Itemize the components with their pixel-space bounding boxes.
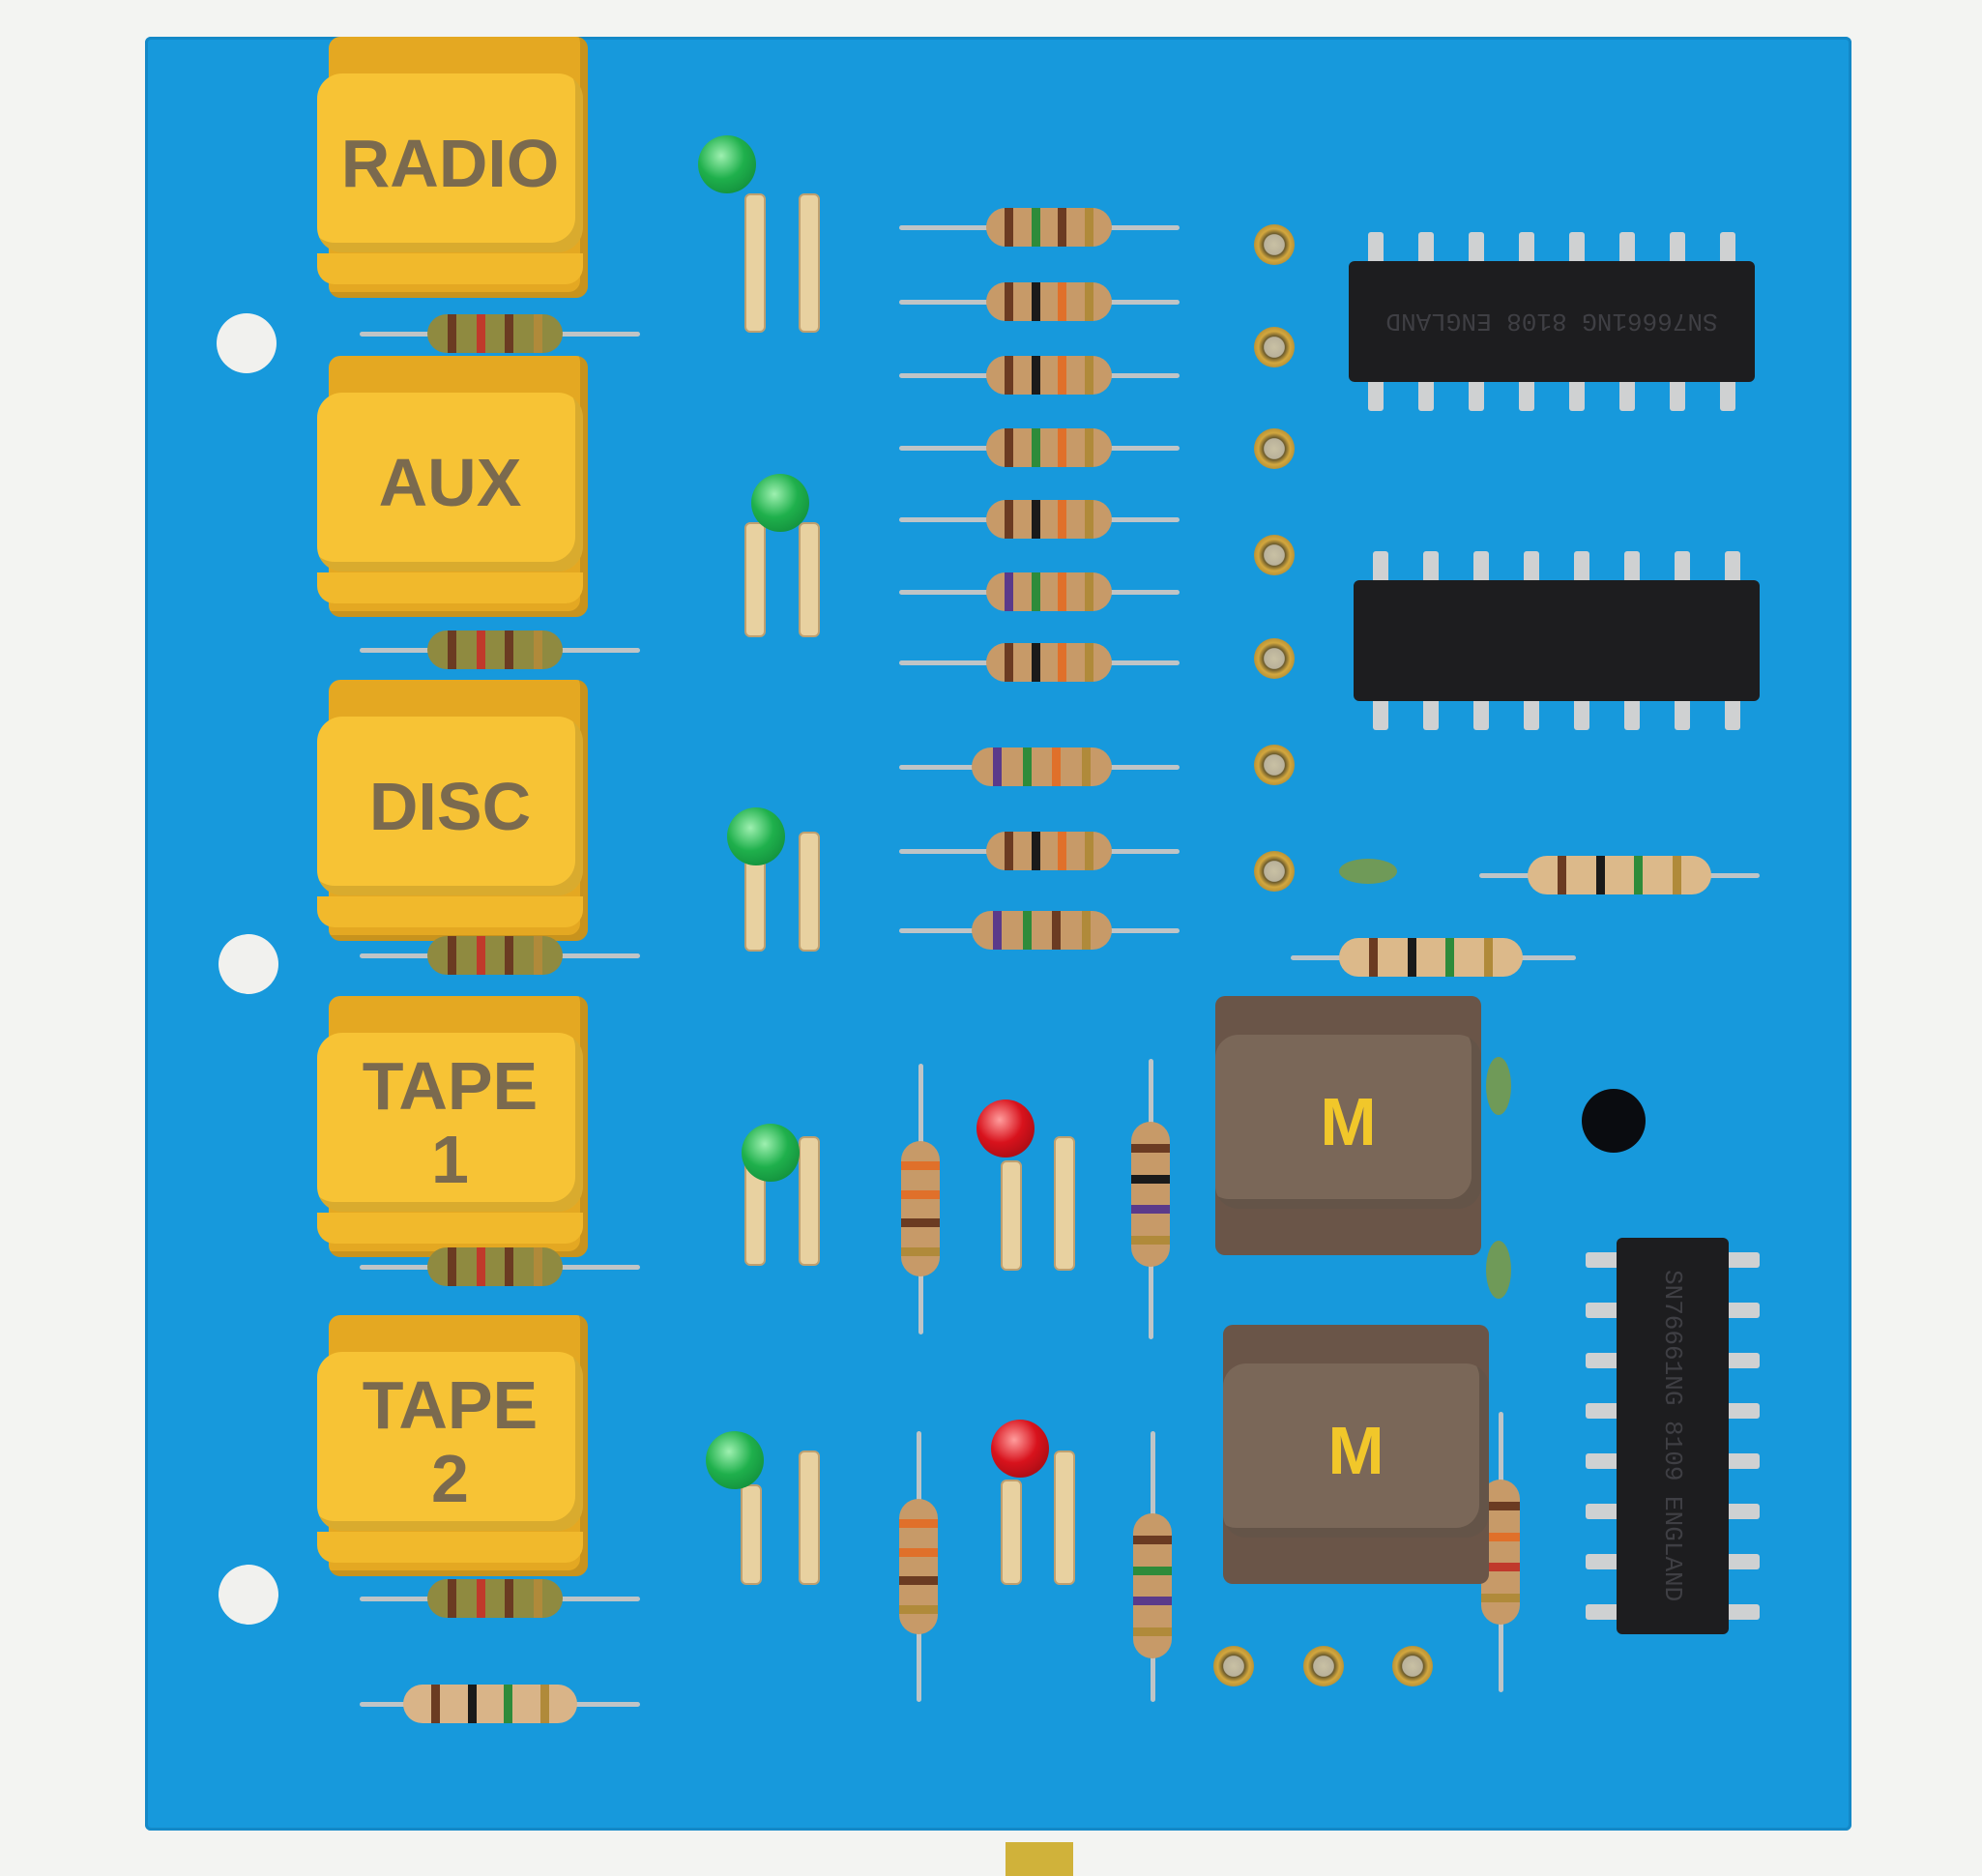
solder-pad: [1213, 1646, 1254, 1686]
resistor: [899, 356, 1180, 395]
resistor: [1479, 856, 1760, 894]
resistor: [899, 911, 1180, 950]
resistor: [360, 1685, 640, 1723]
memory-label: M: [1223, 1363, 1489, 1538]
led-lead: [799, 1451, 820, 1585]
resistor: [901, 1064, 940, 1334]
ribbon-cable: [1006, 1842, 1073, 1876]
led-lead: [1054, 1451, 1075, 1585]
led-lead: [799, 193, 820, 333]
solder-pad: [1254, 327, 1295, 367]
resistor: [360, 936, 640, 975]
switch-label: RADIO: [317, 73, 583, 252]
solder-pad: [1254, 535, 1295, 575]
integrated-circuit: SN76661NG 8109 ENGLAND: [1586, 1238, 1760, 1634]
resistor: [899, 282, 1180, 321]
memory-label: M: [1215, 1035, 1481, 1209]
green-led: [698, 135, 756, 193]
ceramic-capacitor: [1486, 1057, 1511, 1115]
led-lead: [1001, 1160, 1022, 1271]
solder-pad: [1254, 428, 1295, 469]
resistor: [899, 428, 1180, 467]
solder-pad: [1254, 851, 1295, 892]
solder-pad: [1303, 1646, 1344, 1686]
memory-button[interactable]: M: [1223, 1325, 1489, 1584]
red-led: [976, 1099, 1035, 1158]
resistor: [1131, 1059, 1170, 1339]
mounting-hole: [1582, 1089, 1646, 1153]
resistor: [899, 500, 1180, 539]
switch-label: TAPE 1: [317, 1033, 583, 1212]
resistor: [899, 572, 1180, 611]
resistor: [899, 832, 1180, 870]
led-lead: [799, 522, 820, 637]
disc-switch[interactable]: DISC: [317, 680, 588, 941]
mounting-hole: [219, 1565, 278, 1625]
resistor: [360, 630, 640, 669]
switch-label: AUX: [317, 393, 583, 572]
green-led: [751, 474, 809, 532]
ceramic-capacitor: [1339, 859, 1397, 884]
resistor: [1133, 1431, 1172, 1702]
integrated-circuit: [1354, 551, 1760, 730]
resistor: [899, 208, 1180, 247]
green-led: [742, 1124, 800, 1182]
resistor: [899, 747, 1180, 786]
ic-marking: SN76661NG 8109 ENGLAND: [1658, 1270, 1687, 1602]
ceramic-capacitor: [1486, 1241, 1511, 1299]
green-led: [727, 807, 785, 865]
ic-marking: SN76661NG 8108 ENGLAND: [1385, 307, 1718, 337]
mounting-hole: [217, 313, 277, 373]
led-lead: [799, 832, 820, 952]
mounting-hole: [219, 934, 278, 994]
red-led: [991, 1420, 1049, 1478]
solder-pad: [1392, 1646, 1433, 1686]
switch-label: TAPE 2: [317, 1352, 583, 1531]
led-lead: [744, 522, 766, 637]
led-lead: [1054, 1136, 1075, 1271]
switch-label: DISC: [317, 717, 583, 895]
radio-switch[interactable]: RADIO: [317, 37, 588, 298]
integrated-circuit: SN76661NG 8108 ENGLAND: [1349, 232, 1755, 411]
resistor: [899, 1431, 938, 1702]
led-lead: [741, 1484, 762, 1585]
tape-2-switch[interactable]: TAPE 2: [317, 1315, 588, 1576]
aux-switch[interactable]: AUX: [317, 356, 588, 617]
led-lead: [799, 1136, 820, 1266]
led-lead: [1001, 1480, 1022, 1585]
resistor: [360, 1579, 640, 1618]
tape-1-switch[interactable]: TAPE 1: [317, 996, 588, 1257]
solder-pad: [1254, 638, 1295, 679]
resistor: [1291, 938, 1576, 977]
green-led: [706, 1431, 764, 1489]
led-lead: [744, 193, 766, 333]
solder-pad: [1254, 745, 1295, 785]
resistor: [360, 1247, 640, 1286]
resistor: [360, 314, 640, 353]
solder-pad: [1254, 224, 1295, 265]
resistor: [899, 643, 1180, 682]
memory-button[interactable]: M: [1215, 996, 1481, 1255]
